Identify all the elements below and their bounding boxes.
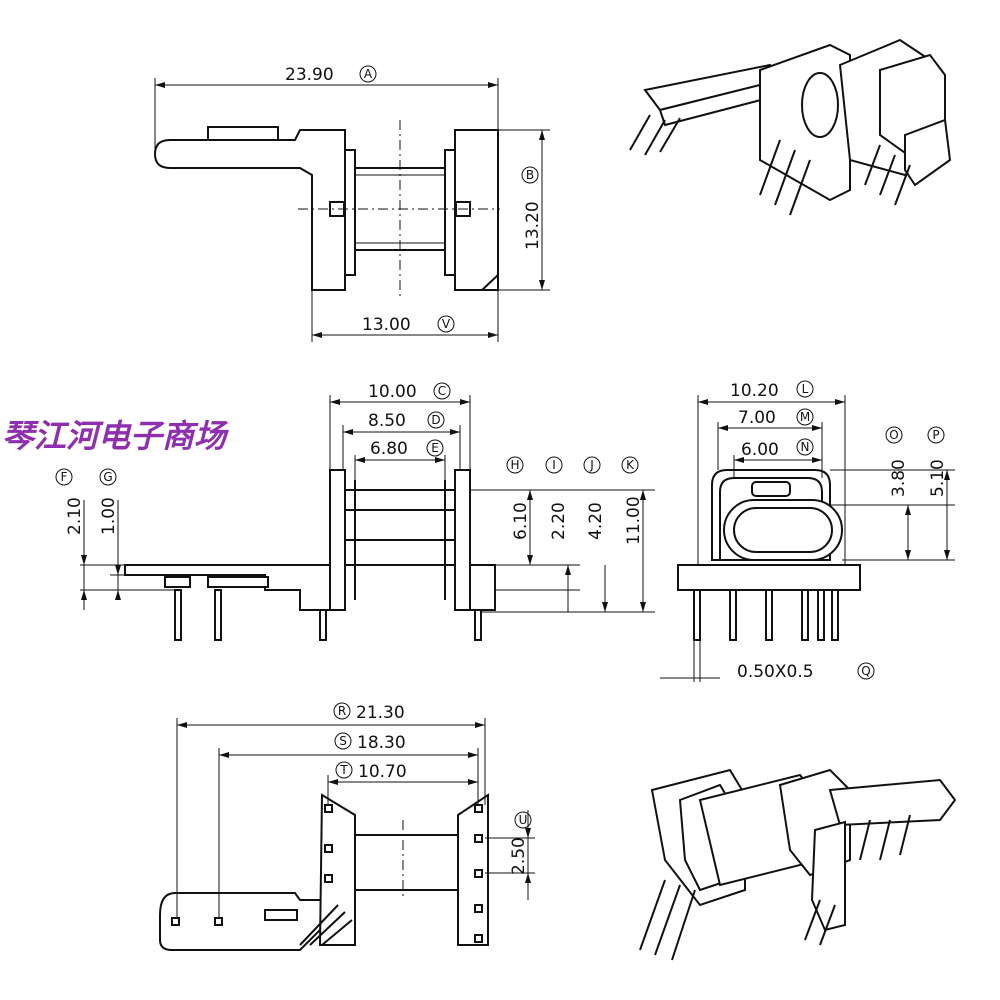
dim-r-value: 21.30 [356, 703, 405, 723]
dim-l-value: 10.20 [730, 381, 779, 401]
pin-size-value: 0.50X0.5 [737, 662, 814, 682]
bottom-view: R 21.30 S 18.30 T 10.70 2.50 U [159, 702, 535, 951]
dim-d-tag: D [431, 413, 440, 427]
dim-v-value: 13.00 [362, 315, 411, 335]
dim-o-value: 3.80 [889, 459, 909, 497]
dim-h-value: 6.10 [511, 502, 531, 540]
dim-o-tag: O [889, 428, 898, 442]
dim-s-value: 18.30 [357, 733, 406, 753]
dim-k-value: 11.00 [624, 496, 644, 545]
dim-p-tag: P [932, 428, 939, 442]
dim-a-tag: A [364, 67, 373, 81]
dim-h-tag: H [510, 458, 519, 472]
dim-m-tag: M [800, 410, 810, 424]
dim-t-tag: T [339, 763, 348, 777]
dim-f-tag: F [61, 470, 68, 484]
pin-size-tag: Q [861, 664, 870, 678]
dim-r-tag: R [338, 704, 346, 718]
dim-v-tag: V [442, 317, 451, 331]
dim-c-tag: C [438, 384, 446, 398]
dim-g-tag: G [103, 470, 112, 484]
dim-t-value: 10.70 [358, 762, 407, 782]
side-view: 10.20 L 7.00 M 6.00 N 3.80 5.10 O P [660, 380, 955, 682]
svg-text:U: U [519, 813, 528, 827]
isometric-view-bottom [639, 768, 957, 961]
dim-n-tag: N [801, 440, 810, 454]
vendor-watermark: 琴江河电子商场 [2, 417, 229, 455]
dim-g-value: 1.00 [99, 497, 119, 535]
dim-j-tag: J [589, 458, 594, 472]
dim-m-value: 7.00 [738, 408, 776, 428]
front-view: 10.00 C 8.50 D 6.80 E 2.10 1.00 F G [55, 382, 655, 641]
isometric-view-top [629, 38, 952, 216]
dim-f-value: 2.10 [65, 497, 85, 535]
dim-k-tag: K [626, 458, 635, 472]
top-view: 23.90 A 13.20 B 13.00 V [153, 65, 550, 342]
dim-u-value: 2.50 [509, 837, 529, 875]
dim-p-value: 5.10 [928, 459, 948, 497]
dim-e-tag: E [431, 441, 439, 455]
dim-a-value: 23.90 [285, 65, 334, 85]
dim-j-value: 4.20 [586, 502, 606, 540]
dim-d-value: 8.50 [368, 411, 406, 431]
dim-s-tag: S [339, 734, 347, 748]
dim-l-tag: L [802, 382, 809, 396]
dim-i-tag: I [552, 458, 556, 472]
dim-c-value: 10.00 [368, 382, 417, 402]
dim-e-value: 6.80 [370, 439, 408, 459]
dim-b-tag: B [526, 168, 534, 182]
dim-n-value: 6.00 [741, 440, 779, 460]
dim-i-value: 2.20 [549, 502, 569, 540]
dim-b-value: 13.20 [523, 201, 543, 250]
